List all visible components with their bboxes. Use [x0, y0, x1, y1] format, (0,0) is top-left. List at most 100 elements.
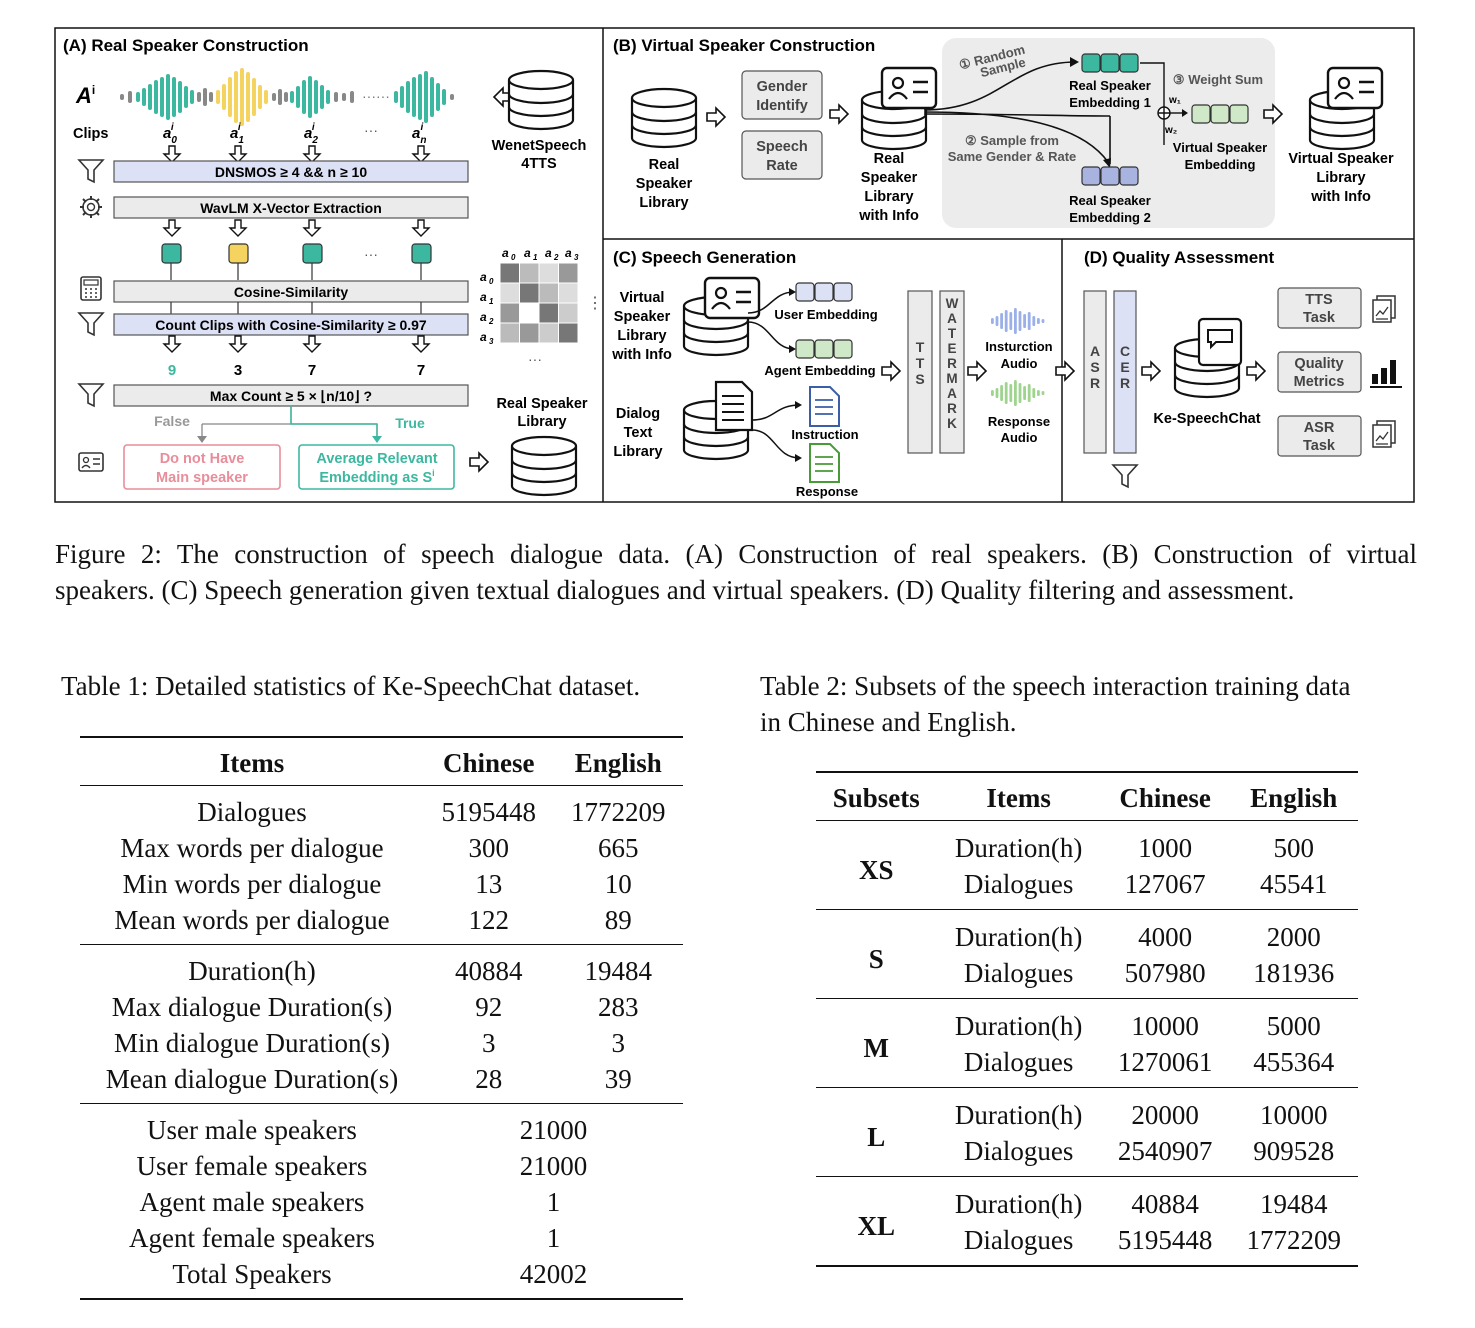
svg-text:Library: Library	[864, 189, 913, 205]
table-cell: Agent female speakers	[129, 1223, 375, 1253]
table-cell: 13	[475, 869, 503, 899]
dnsmos-filter-box: DNSMOS ≥ 4 && n ≥ 10	[215, 164, 367, 180]
table-cell: 4000	[1138, 922, 1193, 952]
subset-cell: M	[863, 1032, 889, 1063]
table-cell: 1772209	[1246, 1225, 1341, 1255]
audio-waveform	[120, 68, 454, 126]
waveform-bar	[216, 90, 220, 104]
asr-block	[1083, 290, 1107, 454]
real-lib-label-2: Library	[517, 414, 566, 430]
table-cell: 10000	[1259, 1100, 1328, 1130]
table-cell: Max words per dialogue	[120, 833, 384, 863]
waveform-bar	[240, 68, 244, 126]
count-n: 7	[417, 362, 425, 379]
svg-text:Real Speaker: Real Speaker	[1069, 193, 1151, 208]
table-cell: 5000	[1266, 1011, 1321, 1041]
real-speaker-library-icon-b	[630, 87, 698, 149]
table-cell: Dialogues	[963, 1225, 1074, 1255]
clip-label-n: ani	[412, 122, 426, 146]
embedding-square-0	[161, 243, 182, 264]
waveform-bar	[284, 92, 288, 102]
table-cell: Dialogues	[963, 1136, 1074, 1166]
table-cell: Duration(h)	[954, 1100, 1083, 1130]
svg-text:a: a	[545, 246, 552, 260]
clips-label: Clips	[73, 126, 108, 142]
matrix-cell	[558, 262, 579, 284]
id-card-icon-2	[1326, 66, 1384, 110]
table-cell: 1772209	[571, 797, 666, 827]
table-cell: 1	[546, 1187, 561, 1217]
table-cell: 122	[468, 905, 510, 935]
waveform-bar	[320, 85, 324, 109]
caption-line-2: speakers. (C) Speech generation given te…	[55, 575, 1295, 605]
table-cell: 300	[468, 833, 510, 863]
waveform-bar	[450, 94, 454, 100]
svg-text:3: 3	[489, 337, 494, 346]
quality-metrics-box	[1277, 351, 1362, 393]
table-cell: 21000	[519, 1115, 588, 1145]
table-cell: 40884	[455, 956, 523, 986]
report-icon-2	[1372, 420, 1396, 448]
svg-text:a: a	[502, 246, 509, 260]
table-row: Max words per dialogue 300 665	[80, 830, 683, 866]
matrix-cell	[519, 262, 540, 284]
gear-icon	[80, 196, 102, 218]
table-cell: Duration(h)	[954, 1011, 1083, 1041]
waveform-bar	[209, 92, 213, 102]
table-cell: 42002	[519, 1259, 588, 1289]
table-cell: Duration(h)	[954, 1189, 1083, 1219]
response-audio-icon	[991, 380, 1045, 406]
audio-bar	[1000, 313, 1003, 329]
clip-label-1: a1i	[230, 122, 244, 146]
waveform-bar	[278, 89, 282, 105]
svg-text:Response: Response	[988, 414, 1050, 429]
real-lib-label-1: Real Speaker	[496, 396, 587, 412]
svg-text:Response: Response	[796, 484, 858, 499]
svg-text:⋮: ⋮	[587, 295, 603, 312]
svg-text:Quality: Quality	[1294, 356, 1343, 372]
waveform-bar	[190, 90, 194, 104]
waveform-bar	[228, 77, 232, 117]
waveform-bar	[436, 83, 440, 111]
panel-c-title: (C) Speech Generation	[613, 248, 796, 267]
svg-text:Same Gender & Rate: Same Gender & Rate	[948, 149, 1077, 164]
svg-text:Text: Text	[624, 425, 653, 441]
table2-caption-line1: Table 2: Subsets of the speech interacti…	[760, 671, 1351, 701]
speech-rate-box: Speech	[756, 139, 808, 155]
svg-text:Speaker: Speaker	[861, 170, 918, 186]
svg-text:w₁: w₁	[1168, 95, 1181, 106]
panel-a: (A) Real Speaker Construction Ai ······ …	[63, 36, 603, 497]
table-cell: 665	[598, 833, 639, 863]
waveform-bar	[136, 92, 140, 102]
false-box-line1: Do not Have	[160, 451, 245, 467]
table-cell: 20000	[1131, 1100, 1199, 1130]
svg-text:Rate: Rate	[766, 158, 797, 174]
svg-text:a: a	[524, 246, 531, 260]
panel-c: (C) Speech Generation Virtual Speaker Li…	[611, 248, 1052, 499]
waveform-bar	[142, 88, 146, 106]
matrix-cell	[538, 302, 559, 324]
table-cell: 455364	[1253, 1047, 1335, 1077]
table-cell: Dialogues	[963, 1047, 1074, 1077]
filter-icon-3	[78, 383, 104, 407]
waveform-bar	[197, 92, 201, 102]
svg-text:2: 2	[488, 317, 494, 326]
waveform-bar	[160, 77, 164, 117]
table-cell: 3	[611, 1028, 626, 1058]
table-cell: Dialogues	[197, 797, 307, 827]
waveform-bar	[308, 76, 312, 118]
